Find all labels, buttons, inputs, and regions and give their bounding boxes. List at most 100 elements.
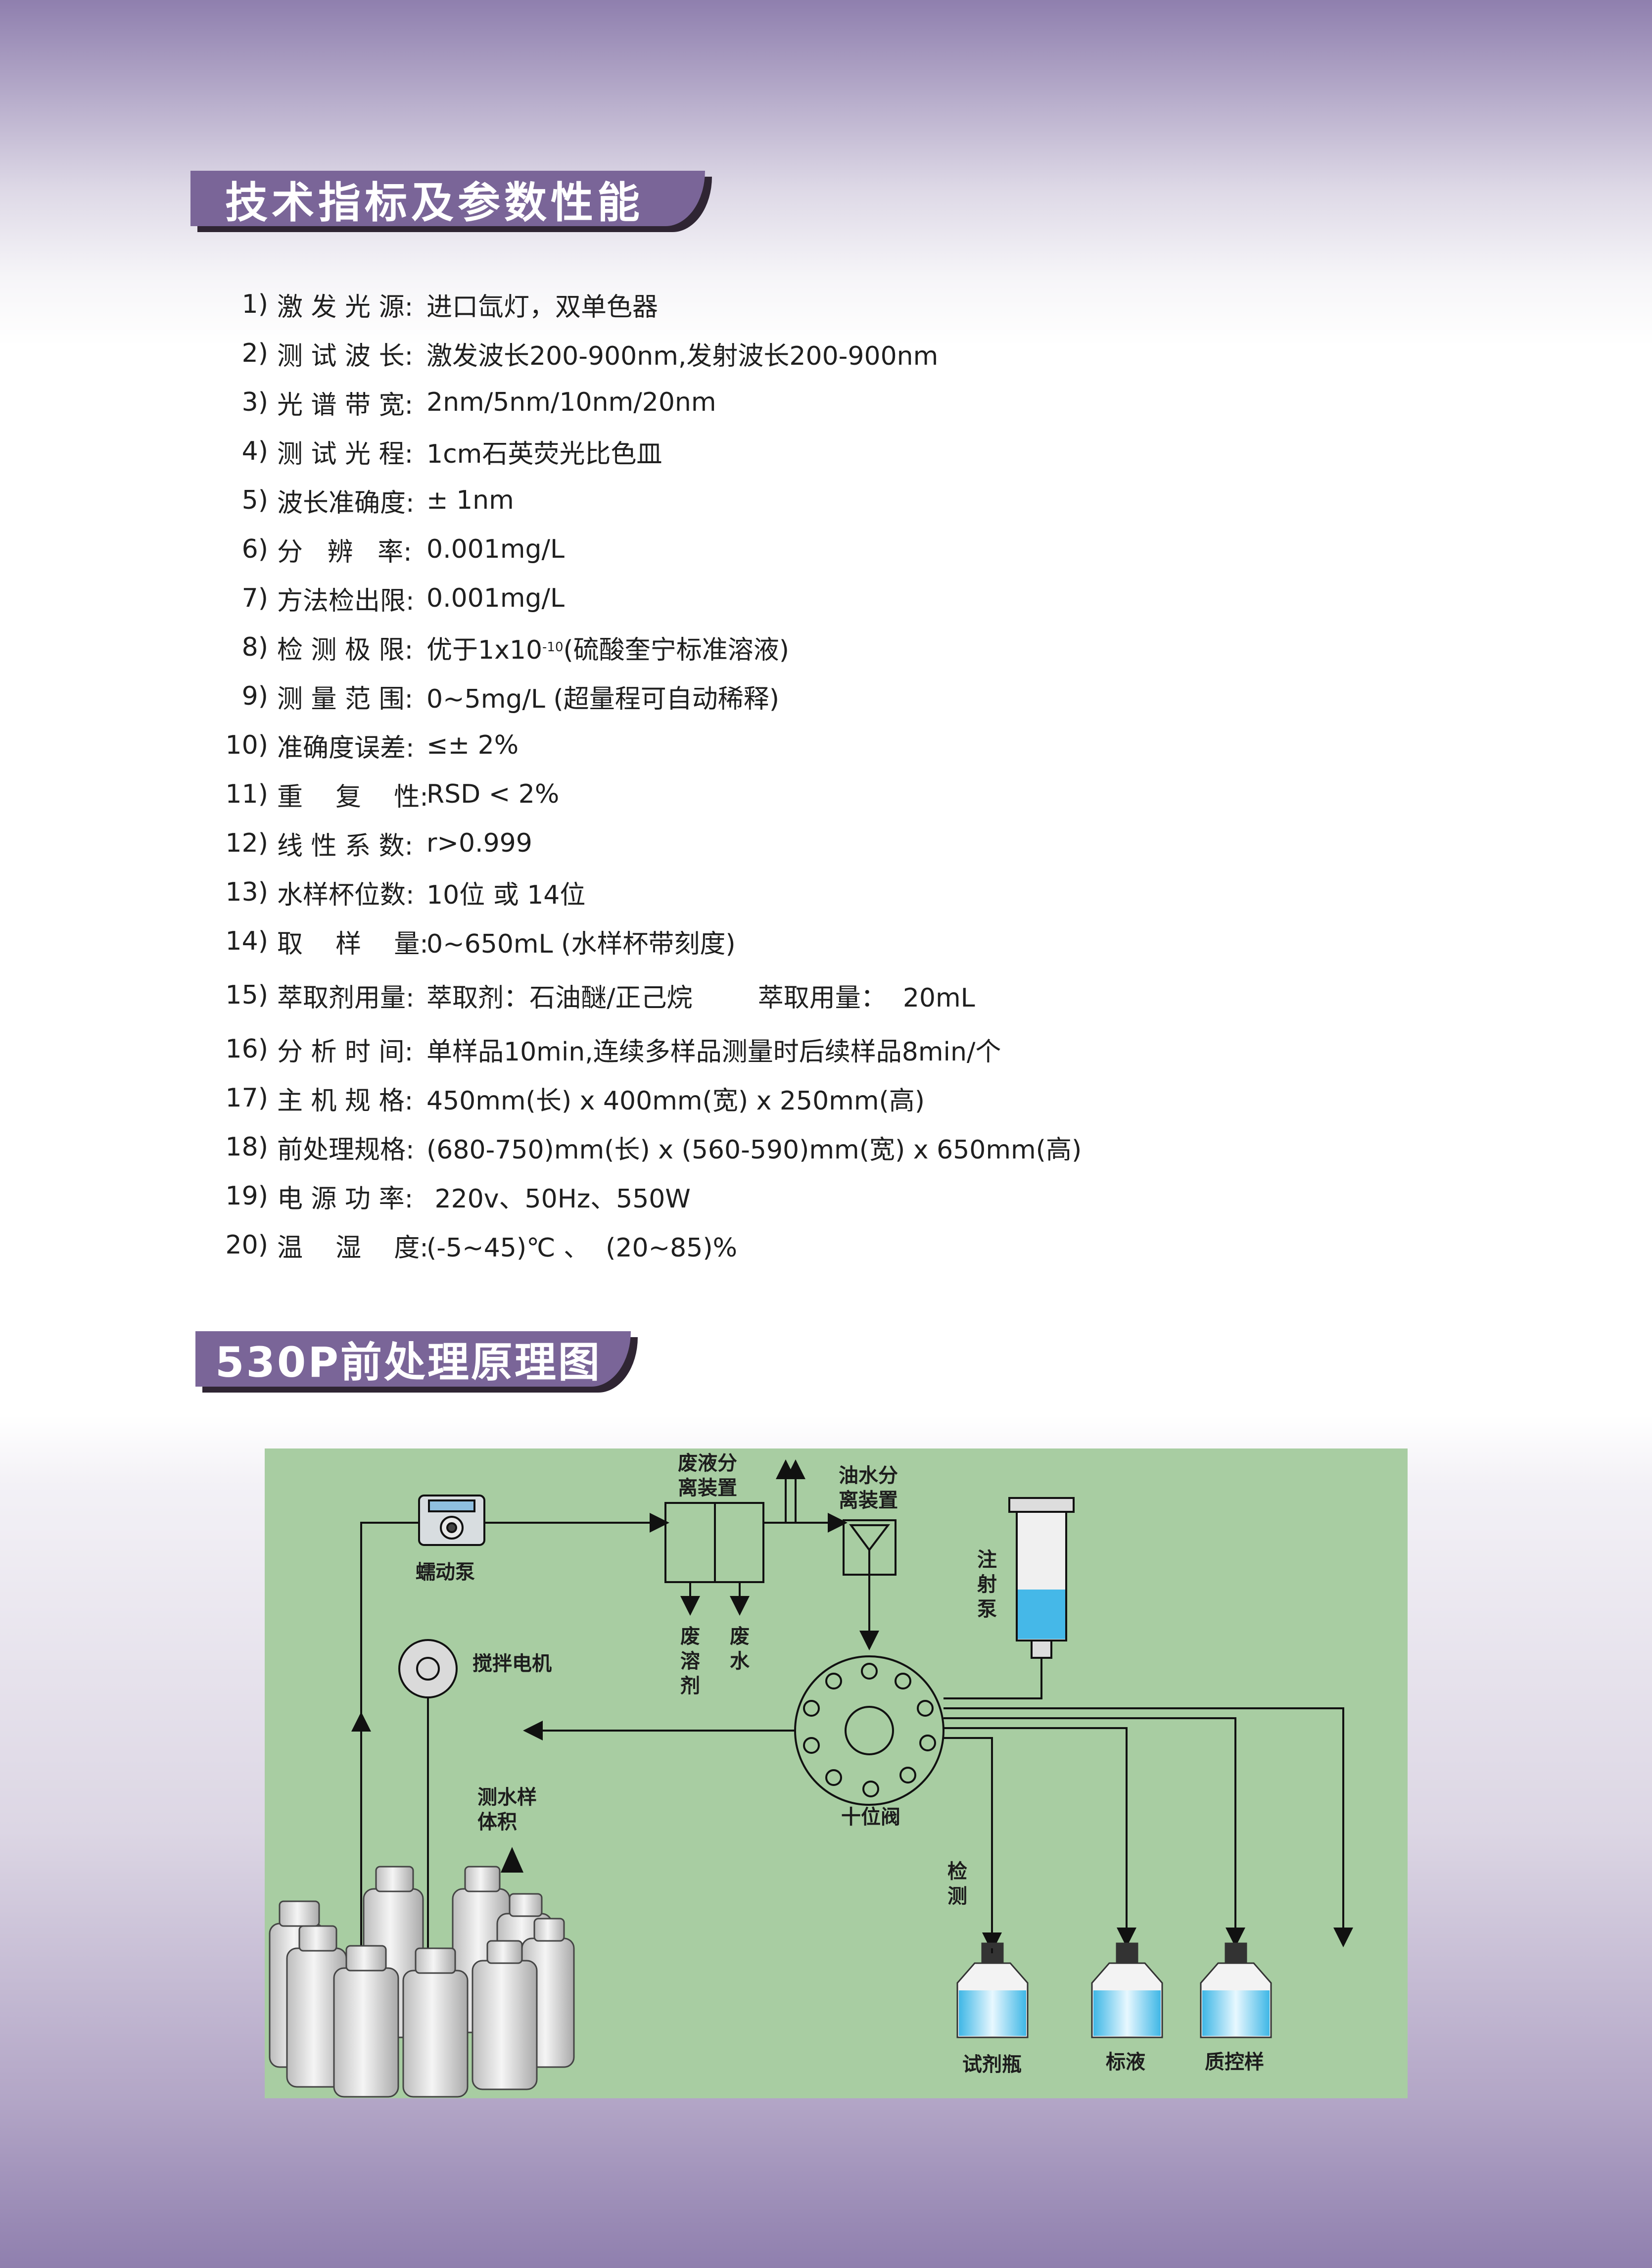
label-quality-control: 质控样 xyxy=(1205,2051,1264,2074)
spec-number: 16) xyxy=(225,1034,268,1064)
label-waste-solvent: 废 溶 剂 xyxy=(680,1625,700,1697)
spec-value: RSD < 2% xyxy=(426,779,560,809)
spec-label: 激 发 光 源: xyxy=(277,292,414,322)
section-title-diagram: 530P前处理原理图 xyxy=(195,1331,631,1387)
spec-label: 测 试 光 程: xyxy=(277,439,414,469)
label-ten-port-valve: 十位阀 xyxy=(841,1806,900,1829)
label-waste-separator: 废液分 离装置 xyxy=(678,1452,737,1499)
spec-value: (680-750)mm(长) x (560-590)mm(宽) x 650mm(… xyxy=(426,1135,1082,1165)
spec-value: 0.001mg/L xyxy=(426,583,565,613)
sample-bottles-icon xyxy=(269,1866,575,2098)
spec-value: 220v、50Hz、550W xyxy=(426,1184,691,1214)
label-syringe-pump: 注 射 泵 xyxy=(977,1548,997,1621)
spec-row: 3) 光 谱 带 宽: 2nm/5nm/10nm/20nm xyxy=(188,383,716,422)
spec-row: 20) 温 湿 度:(-5~45)℃ 、 (20~85)% xyxy=(188,1225,738,1265)
spec-value: 进口氙灯，双单色器 xyxy=(426,292,659,322)
spec-row: 11) 重 复 性:RSD < 2% xyxy=(188,774,560,814)
spec-label: 分 辨 率: xyxy=(277,537,412,567)
label-stirrer: 搅拌电机 xyxy=(472,1652,552,1675)
label-detection: 检 测 xyxy=(947,1860,967,1908)
spec-row: 19)电 源 功 率: 220v、50Hz、550W xyxy=(188,1176,691,1216)
spec-number: 14) xyxy=(225,926,268,956)
spec-row: 10) 准确度误差: ≤± 2% xyxy=(188,725,519,765)
spec-value: 0.001mg/L xyxy=(426,534,565,564)
spec-value: 激发波长200-900nm,发射波长200-900nm xyxy=(426,341,939,371)
spec-row: 14) 取 样 量:0~650mL (水样杯带刻度) xyxy=(188,921,736,961)
spec-value: r>0.999 xyxy=(426,828,532,858)
spec-row: 1) 激 发 光 源: 进口氙灯，双单色器 xyxy=(188,285,658,324)
spec-number: 15) xyxy=(225,980,268,1010)
diagram-lines xyxy=(269,1459,1353,2098)
spec-row: 17) 主 机 规 格: 450mm(长) x 400mm(宽) x 250mm(高… xyxy=(188,1078,925,1118)
spec-label: 波长准确度: xyxy=(277,488,415,518)
spec-label: 方法检出限: xyxy=(277,586,415,616)
spec-value: (-5~45)℃ 、 (20~85)% xyxy=(426,1233,738,1263)
spec-value: ± 1nm xyxy=(426,485,514,515)
spec-row: 12) 线 性 系 数: r>0.999 xyxy=(188,823,532,863)
spec-number: 4) xyxy=(241,436,268,466)
spec-row: 5) 波长准确度: ± 1nm xyxy=(188,481,514,520)
spec-number: 1) xyxy=(241,290,268,319)
spec-number: 10) xyxy=(225,730,268,760)
spec-row: 9) 测 量 范 围: 0~5mg/L (超量程可自动稀释) xyxy=(188,676,779,716)
spec-number: 8) xyxy=(241,632,268,662)
spec-number: 17) xyxy=(225,1083,268,1113)
spec-value: 10位 或 14位 xyxy=(426,880,586,910)
spec-label: 前处理规格: xyxy=(277,1135,415,1165)
spec-value: 优于1x10 xyxy=(426,635,543,665)
spec-row: 16) 分 析 时 间: 单样品10min,连续多样品测量时后续样品8min/个 xyxy=(188,1029,1001,1069)
label-sample-volume: 测水样 体积 xyxy=(477,1786,537,1834)
spec-number: 2) xyxy=(241,338,268,368)
spec-label: 准确度误差: xyxy=(277,733,415,763)
label-waste-water: 废 水 xyxy=(730,1625,750,1673)
spec-label: 电 源 功 率: xyxy=(277,1184,414,1214)
spec-label: 分 析 时 间: xyxy=(277,1037,414,1067)
spec-label: 线 性 系 数: xyxy=(277,831,414,861)
label-pump: 蠕动泵 xyxy=(416,1561,475,1584)
spec-row: 8) 检 测 极 限: 优于1x10-10(硫酸奎宁标准溶液) xyxy=(188,627,789,667)
spec-label: 温 湿 度: xyxy=(277,1233,428,1263)
spec-label: 检 测 极 限: xyxy=(277,635,414,665)
spec-row: 18)前处理规格:(680-750)mm(长) x (560-590)mm(宽)… xyxy=(188,1127,1082,1167)
spec-value-suffix: (硫酸奎宁标准溶液) xyxy=(563,635,790,665)
spec-value: 1cm石英荧光比色皿 xyxy=(426,439,662,469)
spec-number: 13) xyxy=(225,877,268,907)
spec-label: 取 样 量: xyxy=(277,929,428,959)
spec-value: 2nm/5nm/10nm/20nm xyxy=(426,387,716,417)
spec-number: 5) xyxy=(241,485,268,515)
spec-label: 测 量 范 围: xyxy=(277,684,414,714)
spec-number: 20) xyxy=(225,1230,268,1260)
spec-row: 6) 分 辨 率: 0.001mg/L xyxy=(188,530,565,569)
spec-row: 15) 萃取剂用量: 萃取剂：石油醚/正己烷 萃取用量： 20mL xyxy=(188,975,975,1015)
spec-value: 0~650mL (水样杯带刻度) xyxy=(426,929,736,959)
reagent-bottles-icon xyxy=(956,1942,1272,2038)
spec-label: 萃取剂用量: xyxy=(277,983,415,1013)
spec-label: 光 谱 带 宽: xyxy=(277,390,414,420)
spec-number: 11) xyxy=(225,779,268,809)
spec-value: 萃取剂：石油醚/正己烷 萃取用量： 20mL xyxy=(426,983,975,1013)
section-title-specs: 技术指标及参数性能 xyxy=(190,171,705,228)
spec-label: 测 试 波 长: xyxy=(277,341,414,371)
spec-number: 7) xyxy=(241,583,268,613)
principle-diagram: 蠕动泵 搅拌电机 废液分 离装置 油水分 离装置 注 射 泵 废 溶 剂 废 水… xyxy=(265,1448,1408,2098)
spec-value: 0~5mg/L (超量程可自动稀释) xyxy=(426,684,779,714)
peristaltic-pump-icon xyxy=(418,1495,485,1546)
spec-number: 3) xyxy=(241,387,268,417)
ten-port-valve-icon xyxy=(794,1655,944,1806)
spec-value: 450mm(长) x 400mm(宽) x 250mm(高) xyxy=(426,1086,925,1116)
spec-value: ≤± 2% xyxy=(426,730,519,760)
spec-label: 重 复 性: xyxy=(277,782,428,812)
syringe-pump-icon xyxy=(1008,1497,1075,1659)
spec-superscript: -10 xyxy=(542,640,564,655)
spec-row: 4) 测 试 光 程: 1cm石英荧光比色皿 xyxy=(188,432,662,471)
spec-label: 水样杯位数: xyxy=(277,880,415,910)
spec-row: 7) 方法检出限: 0.001mg/L xyxy=(188,579,565,618)
spec-number: 6) xyxy=(241,534,268,564)
spec-number: 12) xyxy=(225,828,268,858)
spec-row: 2) 测 试 波 长: 激发波长200-900nm,发射波长200-900nm xyxy=(188,334,939,373)
spec-label: 主 机 规 格: xyxy=(277,1086,414,1116)
section-title-text: 技术指标及参数性能 xyxy=(225,178,644,228)
label-reagent-bottle: 试剂瓶 xyxy=(962,2053,1022,2076)
spec-number: 9) xyxy=(241,681,268,711)
spec-value: 单样品10min,连续多样品测量时后续样品8min/个 xyxy=(426,1037,1001,1067)
